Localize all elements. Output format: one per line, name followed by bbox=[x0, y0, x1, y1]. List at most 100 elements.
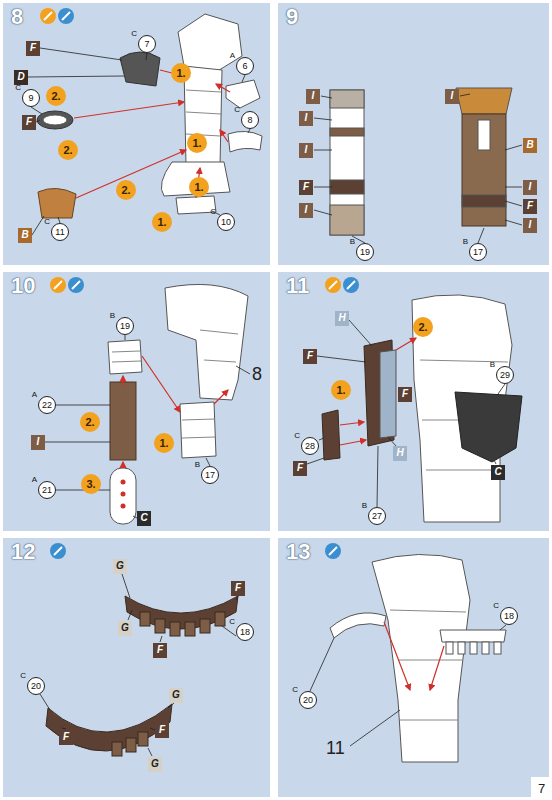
step-order-marker: 2. bbox=[80, 412, 100, 432]
path-shape bbox=[31, 107, 42, 114]
step-panel: 12GFGC18FC20GFFG bbox=[3, 538, 270, 797]
rect-shape bbox=[458, 642, 465, 654]
rect-shape bbox=[155, 619, 165, 633]
part-number: 9 bbox=[28, 94, 33, 103]
order-number: 2. bbox=[85, 417, 94, 428]
step-number: 11 bbox=[286, 275, 309, 297]
paint-flag: F bbox=[153, 643, 167, 658]
step-order-marker: 1. bbox=[189, 177, 209, 197]
step-order-marker: 1. bbox=[152, 212, 172, 232]
paint-letter: D bbox=[17, 72, 24, 82]
step10-leaders bbox=[45, 335, 250, 518]
path-shape bbox=[321, 96, 332, 98]
callout-number: B17 bbox=[469, 243, 487, 261]
paint-letter: C bbox=[140, 513, 147, 523]
path-shape bbox=[112, 351, 141, 362]
order-number: 2. bbox=[121, 185, 130, 196]
path-shape bbox=[228, 131, 262, 152]
paint-flag: C bbox=[137, 511, 151, 526]
paint-flag: F bbox=[155, 723, 169, 738]
sprue-letter: A bbox=[32, 476, 37, 484]
paint-letter: G bbox=[151, 759, 159, 769]
rect-shape bbox=[482, 642, 489, 654]
step12-leaders bbox=[40, 574, 238, 756]
callout-number: C18 bbox=[236, 623, 254, 641]
paint-letter: F bbox=[402, 389, 408, 399]
path-shape bbox=[45, 442, 110, 443]
circle-shape bbox=[50, 277, 66, 293]
paint-letter: B bbox=[526, 140, 533, 150]
sprue-letter: A bbox=[32, 391, 37, 399]
path-shape bbox=[122, 462, 123, 468]
path-shape bbox=[44, 12, 52, 20]
circle-shape bbox=[58, 8, 74, 24]
path-shape bbox=[390, 610, 466, 720]
callout-number: B19 bbox=[356, 243, 374, 261]
step-order-marker: 2. bbox=[58, 140, 78, 160]
step13-arrows bbox=[384, 622, 444, 690]
ellipse-shape bbox=[43, 115, 67, 125]
path-shape bbox=[314, 210, 332, 215]
figure-reference: 11 bbox=[326, 738, 345, 759]
path-shape bbox=[54, 281, 62, 289]
sprue-letter: C bbox=[131, 30, 137, 38]
part-number: 22 bbox=[42, 401, 52, 410]
callout-number: C18 bbox=[500, 607, 518, 625]
path-shape bbox=[505, 145, 522, 150]
step-number: 10 bbox=[11, 275, 35, 297]
path-shape bbox=[120, 52, 160, 86]
paint-letter: H bbox=[338, 313, 345, 323]
paint-letter: F bbox=[26, 117, 32, 127]
sprue-letter: C bbox=[292, 686, 298, 694]
path-shape bbox=[40, 48, 122, 60]
circle-shape bbox=[121, 504, 126, 509]
part-number: 11 bbox=[55, 228, 64, 237]
paint-flag: I bbox=[299, 203, 313, 218]
order-number: 1. bbox=[157, 217, 166, 228]
path-shape bbox=[125, 335, 126, 340]
path-shape bbox=[56, 405, 110, 406]
rect-shape bbox=[112, 742, 122, 756]
path-shape bbox=[46, 704, 172, 751]
step11-arrows bbox=[340, 338, 416, 445]
step-order-marker: 2. bbox=[413, 317, 433, 337]
paint-flag: B bbox=[523, 138, 537, 153]
callout-number: A21 bbox=[38, 481, 56, 499]
path-shape bbox=[28, 76, 124, 77]
paint-letter: I bbox=[529, 220, 532, 230]
paint-letter: F bbox=[297, 463, 303, 473]
circle-shape bbox=[121, 492, 126, 497]
path-shape bbox=[384, 622, 410, 690]
step-order-marker: 3. bbox=[81, 474, 101, 494]
path-shape bbox=[236, 596, 238, 600]
paint-flag: C bbox=[491, 465, 505, 480]
page-number-text: 7 bbox=[538, 782, 545, 795]
path-shape bbox=[455, 392, 522, 462]
path-shape bbox=[180, 402, 216, 458]
callout-number: C28 bbox=[301, 437, 319, 455]
callout-number: B29 bbox=[496, 366, 514, 384]
path-shape bbox=[347, 281, 355, 289]
path-shape bbox=[40, 694, 50, 710]
paint-letter: F bbox=[30, 43, 36, 53]
path-shape bbox=[440, 630, 506, 642]
part-number: 18 bbox=[504, 612, 514, 621]
step-order-marker: 2. bbox=[46, 86, 66, 106]
rect-shape bbox=[478, 120, 490, 150]
paint-letter: G bbox=[121, 623, 129, 633]
path-shape bbox=[329, 281, 337, 289]
paint-letter: G bbox=[172, 690, 180, 700]
rect-shape bbox=[185, 622, 195, 636]
rect-shape bbox=[110, 468, 136, 524]
paint-flag: F bbox=[523, 199, 537, 214]
part-number: 8 bbox=[247, 116, 252, 125]
part-number: 6 bbox=[242, 62, 247, 71]
path-shape bbox=[122, 574, 130, 598]
path-shape bbox=[72, 281, 80, 289]
path-shape bbox=[38, 188, 76, 218]
path-shape bbox=[242, 75, 245, 82]
order-number: 2. bbox=[63, 145, 72, 156]
step-number: 12 bbox=[11, 541, 35, 563]
